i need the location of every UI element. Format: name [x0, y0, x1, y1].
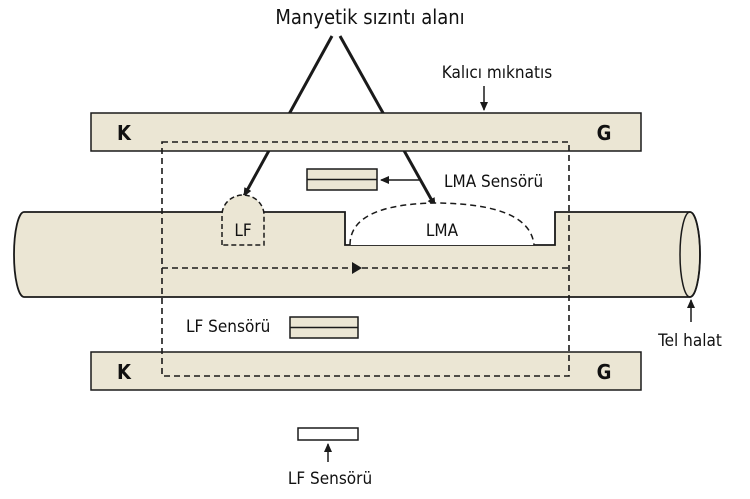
bottom-pole-g: G: [597, 360, 612, 384]
rope-label: Tel halat: [657, 331, 722, 351]
lma-leakage-field: [349, 202, 535, 246]
title-label: Manyetik sızıntı alanı: [275, 5, 464, 29]
lf-sensor-outer-label: LF Sensörü: [288, 469, 372, 489]
lma-sensor-label: LMA Sensörü: [444, 172, 543, 192]
rope-end: [679, 211, 701, 298]
magnet-label: Kalıcı mıknatıs: [442, 63, 552, 83]
flux-arrowhead: [352, 262, 362, 274]
top-pole-g: G: [597, 121, 612, 145]
lf-sensor-inner-label: LF Sensörü: [186, 317, 270, 337]
top-pole-k: K: [117, 121, 132, 145]
bottom-pole-k: K: [117, 360, 132, 384]
lf-sensor-outer: [297, 427, 359, 441]
top-magnet: [90, 112, 642, 152]
flux-path: [161, 141, 570, 377]
lma-defect-label: LMA: [426, 221, 459, 241]
bottom-magnet: [90, 351, 642, 391]
lf-leakage-field: [221, 194, 265, 246]
lf-defect-label: LF: [234, 221, 251, 241]
